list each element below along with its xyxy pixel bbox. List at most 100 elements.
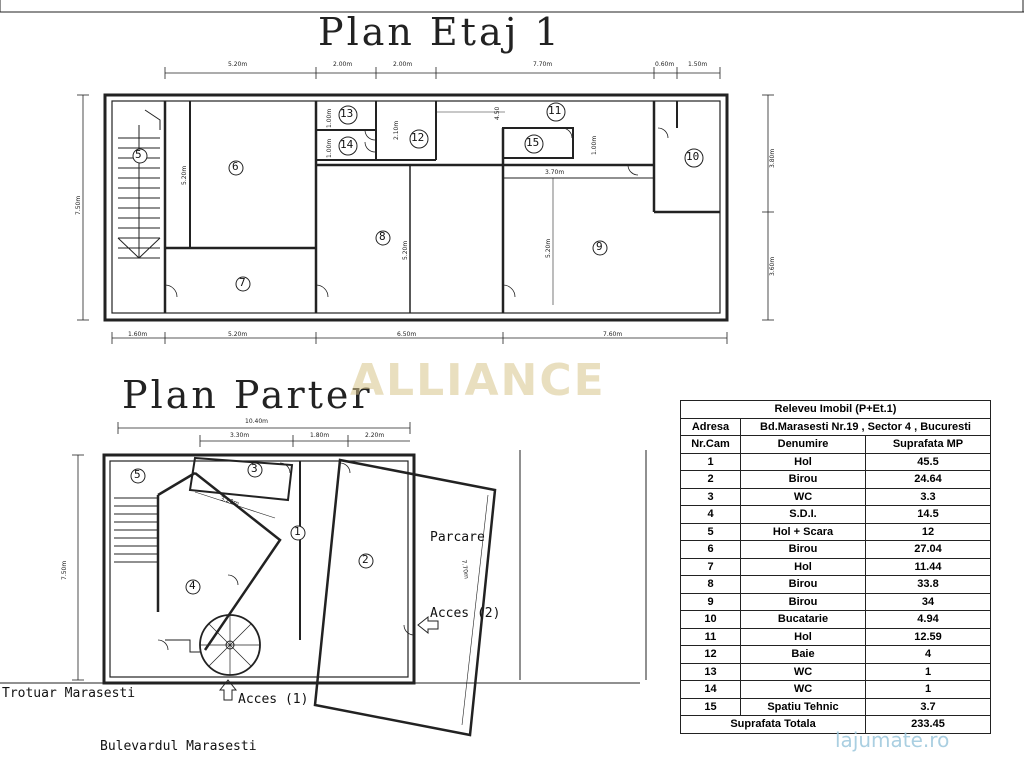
svg-text:5.20m: 5.20m bbox=[228, 331, 247, 338]
row-denumire: Hol bbox=[740, 627, 866, 646]
row-nr: 9 bbox=[680, 592, 741, 611]
svg-text:1.00m: 1.00m bbox=[326, 139, 333, 158]
svg-text:0.60m: 0.60m bbox=[655, 61, 674, 68]
etaj-room-14: 14 bbox=[340, 138, 354, 151]
row-denumire: Birou bbox=[740, 470, 866, 489]
row-nr: 15 bbox=[680, 697, 741, 716]
etaj-room-12: 12 bbox=[411, 131, 425, 144]
row-nr: 10 bbox=[680, 610, 741, 629]
row-suprafata: 4 bbox=[865, 645, 991, 664]
alliance-watermark: ALLIANCE bbox=[350, 355, 606, 406]
plan-parter-title: Plan Parter bbox=[122, 373, 373, 417]
svg-text:5.20m: 5.20m bbox=[402, 241, 409, 260]
row-suprafata: 3.3 bbox=[865, 487, 991, 506]
etaj-outer-wall bbox=[103, 93, 729, 322]
svg-text:2.10m: 2.10m bbox=[393, 121, 400, 140]
svg-text:10.40m: 10.40m bbox=[245, 418, 268, 425]
svg-text:5.20m: 5.20m bbox=[181, 166, 188, 185]
svg-text:3.30m: 3.30m bbox=[230, 432, 249, 439]
row-denumire: Hol bbox=[740, 452, 866, 471]
row-suprafata: 27.04 bbox=[865, 540, 991, 559]
row-nr: 6 bbox=[680, 540, 741, 559]
parcare-label: Parcare bbox=[430, 530, 485, 545]
svg-text:2.00m: 2.00m bbox=[393, 61, 412, 68]
row-denumire: Birou bbox=[740, 575, 866, 594]
bulevard-label: Bulevardul Marasesti bbox=[100, 739, 257, 754]
row-nr: 7 bbox=[680, 557, 741, 576]
row-nr: 14 bbox=[680, 680, 741, 699]
site-watermark: lajumate.ro bbox=[835, 728, 950, 752]
etaj-room-8: 8 bbox=[379, 230, 386, 243]
etaj-room-13: 13 bbox=[340, 107, 354, 120]
svg-text:5.20m: 5.20m bbox=[228, 61, 247, 68]
row-denumire: Hol + Scara bbox=[740, 522, 866, 541]
parter-room-4: 4 bbox=[189, 579, 196, 592]
row-nr: 2 bbox=[680, 470, 741, 489]
acces-1-label: Acces (1) bbox=[238, 692, 309, 707]
parter-room-circles bbox=[130, 462, 374, 595]
adresa-value: Bd.Marasesti Nr.19 , Sector 4 , Bucurest… bbox=[740, 417, 991, 436]
row-denumire: WC bbox=[740, 487, 866, 506]
row-suprafata: 24.64 bbox=[865, 470, 991, 489]
row-denumire: WC bbox=[740, 680, 866, 699]
total-row: Suprafata Totala 233.45 bbox=[680, 715, 991, 734]
svg-text:2.20m: 2.20m bbox=[365, 432, 384, 439]
table-title: Releveu Imobil (P+Et.1) bbox=[680, 400, 991, 419]
row-suprafata: 4.94 bbox=[865, 610, 991, 629]
total-label: Suprafata Totala bbox=[680, 715, 866, 734]
row-denumire: Hol bbox=[740, 557, 866, 576]
etaj-room-7: 7 bbox=[239, 276, 246, 289]
row-denumire: S.D.I. bbox=[740, 505, 866, 524]
svg-text:1.80m: 1.80m bbox=[310, 432, 329, 439]
etaj-room-6: 6 bbox=[232, 160, 239, 173]
svg-text:2.00m: 2.00m bbox=[333, 61, 352, 68]
svg-text:7.50m: 7.50m bbox=[61, 561, 68, 580]
etaj-room-9: 9 bbox=[596, 240, 603, 253]
row-suprafata: 1 bbox=[865, 662, 991, 681]
header-denumire: Denumire bbox=[740, 435, 866, 454]
row-nr: 13 bbox=[680, 662, 741, 681]
etaj-room-11: 11 bbox=[548, 104, 562, 117]
svg-text:1.50m: 1.50m bbox=[688, 61, 707, 68]
svg-text:3.80m: 3.80m bbox=[769, 149, 776, 168]
etaj-room-15: 15 bbox=[526, 136, 540, 149]
parter-room-3: 3 bbox=[251, 462, 258, 475]
adresa-label: Adresa bbox=[680, 417, 741, 436]
svg-text:3.70m: 3.70m bbox=[545, 169, 564, 176]
svg-text:7.60m: 7.60m bbox=[603, 331, 622, 338]
svg-text:4.50: 4.50 bbox=[494, 106, 501, 120]
svg-text:7.50m: 7.50m bbox=[75, 196, 82, 215]
row-suprafata: 3.7 bbox=[865, 697, 991, 716]
etaj-room-10: 10 bbox=[686, 150, 700, 163]
row-suprafata: 12.59 bbox=[865, 627, 991, 646]
row-denumire: Baie bbox=[740, 645, 866, 664]
row-suprafata: 34 bbox=[865, 592, 991, 611]
parter-room-5: 5 bbox=[134, 468, 141, 481]
plan-etaj-title: Plan Etaj 1 bbox=[318, 10, 562, 54]
parter-room-2: 2 bbox=[362, 553, 369, 566]
parter-room-1: 1 bbox=[294, 525, 301, 538]
row-denumire: WC bbox=[740, 662, 866, 681]
row-suprafata: 1 bbox=[865, 680, 991, 699]
row-nr: 3 bbox=[680, 487, 741, 506]
total-value: 233.45 bbox=[865, 715, 991, 734]
row-suprafata: 12 bbox=[865, 522, 991, 541]
releveu-table: Releveu Imobil (P+Et.1) Adresa Bd.Marase… bbox=[680, 400, 991, 734]
row-suprafata: 33.8 bbox=[865, 575, 991, 594]
svg-text:5.20m: 5.20m bbox=[545, 239, 552, 258]
etaj-dimensions: 5.20m 2.00m 2.00m 7.70m 0.60m 1.50m 1.60… bbox=[75, 61, 776, 338]
svg-text:7.70m: 7.70m bbox=[533, 61, 552, 68]
row-denumire: Birou bbox=[740, 592, 866, 611]
